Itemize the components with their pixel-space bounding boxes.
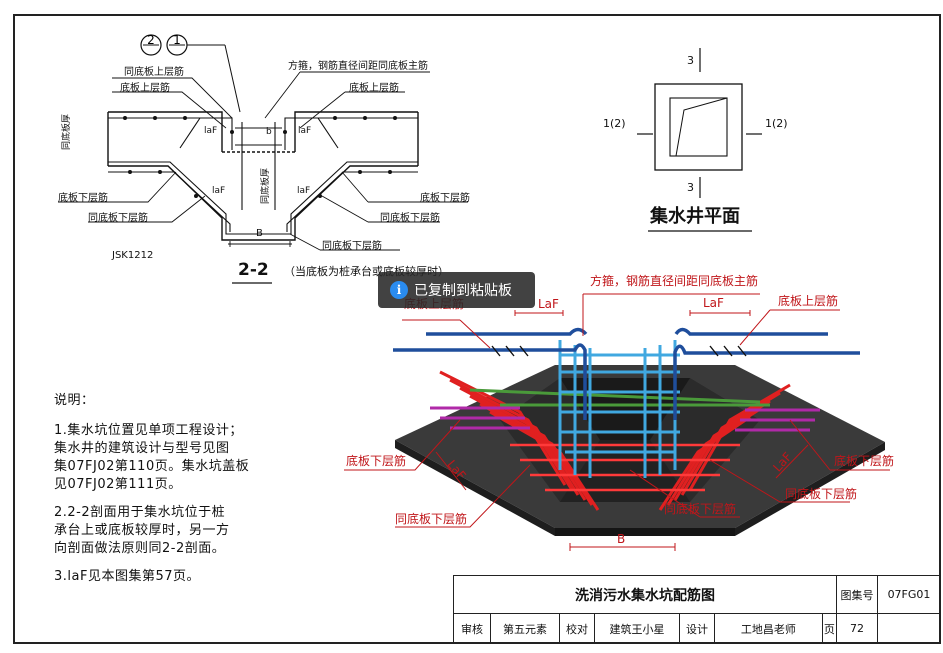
section-ref-number-right: 1	[173, 33, 181, 47]
page-label: 页	[821, 613, 838, 644]
label-laf-bottom-left: laF	[212, 186, 226, 196]
iso-leaders	[344, 293, 890, 551]
plan-mark-right: 1(2)	[765, 117, 788, 130]
section-title: 2-2	[238, 260, 269, 280]
note-item-3: 3.laF见本图集第57页。	[54, 569, 201, 584]
review-label: 审核	[453, 613, 491, 644]
label-same-floor-bottom-left: 同底板下层筋	[88, 213, 148, 224]
iso-label-same-bottom-left: 同底板下层筋	[395, 512, 468, 526]
note-item-2: 2.2-2剖面用于集水坑位于桩 承台上或底板较厚时，另一方 向剖面做法原则同2-…	[54, 505, 230, 556]
iso-label-laf-top-left: LaF	[538, 297, 559, 311]
notes-block: 说明： 1.集水坑位置见单项工程设计； 集水井的建筑设计与型号见图 集07FJ0…	[54, 392, 249, 596]
title-block: 洗消污水集水坑配筋图 图集号 07FG01 审核 第五元素 校对 建筑王小星 设…	[453, 575, 941, 644]
iso-label-same-bottom-right: 同底板下层筋	[785, 487, 858, 501]
plan-mark-bottom: 3	[687, 181, 694, 194]
label-same-floor-bottom-lower: 同底板下层筋	[322, 241, 382, 252]
toast-text: 已复制到粘贴板	[414, 283, 512, 299]
note-item-1: 1.集水坑位置见单项工程设计； 集水井的建筑设计与型号见图 集07FJ02第11…	[54, 423, 250, 492]
iso-label-stirrup-note: 方箍，钢筋直径间距同底板主筋	[590, 274, 759, 288]
label-floor-bottom-left: 底板下层筋	[58, 193, 108, 204]
plan-mark-left: 1(2)	[603, 117, 626, 130]
label-same-floor-bottom-right: 同底板下层筋	[380, 213, 440, 224]
label-b-small: b	[266, 127, 272, 137]
section-ref-circle-left	[140, 34, 162, 56]
label-floor-bottom-right: 底板下层筋	[420, 193, 470, 204]
iso-green-rebar	[469, 388, 770, 407]
check-label: 校对	[559, 613, 595, 644]
drawing-title: 洗消污水集水坑配筋图	[453, 575, 837, 614]
iso-label-dim-b: B	[617, 532, 626, 546]
review-name: 第五元素	[490, 613, 560, 644]
label-stirrup-note: 方箍，钢筋直径间距同底板主筋	[288, 61, 428, 72]
design-label: 设计	[679, 613, 715, 644]
iso-label-floor-bottom-left: 底板下层筋	[346, 454, 407, 468]
section-leaders	[58, 71, 468, 251]
label-dim-b: B	[256, 228, 263, 239]
label-floor-top-left: 底板上层筋	[120, 83, 170, 94]
label-laf-right: laF	[298, 126, 312, 136]
iso-label-same-bottom-mid: 同底板下层筋	[664, 502, 737, 516]
section-ref-number-left: 2	[147, 33, 155, 47]
check-name: 建筑王小星	[594, 613, 680, 644]
iso-label-floor-bottom-right: 底板下层筋	[834, 454, 895, 468]
label-code: JSK1212	[112, 250, 154, 261]
atlas-label: 图集号	[836, 575, 878, 614]
iso-label-floor-top-right: 底板上层筋	[778, 294, 839, 308]
iso-blue-top-rebar	[393, 327, 860, 420]
plan-mark-top: 3	[687, 54, 694, 67]
label-same-floor-top: 同底板上层筋	[124, 67, 184, 78]
iso-label-laf-top-right: LaF	[703, 296, 724, 310]
atlas-no: 07FG01	[877, 575, 941, 614]
design-name: 工地昌老师	[714, 613, 823, 644]
label-laf-bottom-right: laF	[297, 186, 311, 196]
page-no: 72	[836, 613, 878, 644]
label-laf-left: laF	[204, 126, 218, 136]
copied-toast: i 已复制到粘贴板	[378, 272, 535, 308]
label-floor-top-right: 底板上层筋	[349, 83, 399, 94]
info-icon: i	[390, 281, 408, 299]
notes-heading: 说明：	[54, 393, 95, 408]
section-subtitle: （当底板为桩承台或底板较厚时）	[284, 265, 449, 278]
plan-title: 集水井平面	[650, 206, 740, 227]
